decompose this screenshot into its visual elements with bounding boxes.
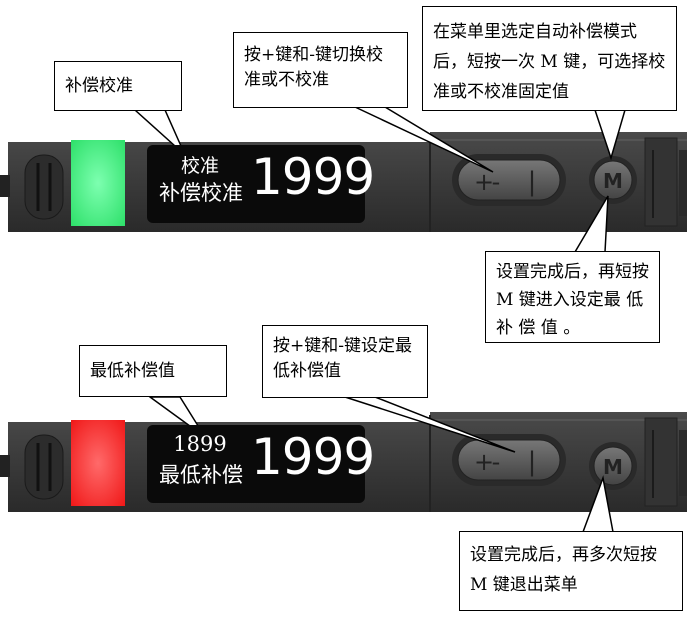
callout-top-middle: 按+键和-键切换校准或不校准	[233, 32, 408, 108]
bottom-lcd-display: 1899 最低补偿 1999	[147, 425, 375, 503]
bottom-m-button-label: M	[603, 455, 623, 479]
callout-top-right: 在菜单里选定自动补偿模式后，短按一次 M 键，可选择校准或不校准固定值	[422, 6, 677, 111]
top-minus-key-label: -	[492, 168, 501, 196]
top-m-button[interactable]: M	[589, 156, 637, 204]
top-plus-key-label: +	[474, 168, 494, 196]
top-rocker-key[interactable]: - + |	[452, 154, 566, 206]
bottom-plus-key-label: +	[474, 448, 494, 476]
callout-bottom-left: 最低补偿值	[79, 345, 227, 397]
bottom-minus-key-label: -	[492, 448, 501, 476]
bottom-lcd-value-line: 1899	[173, 432, 227, 456]
callout-top-left: 补偿校准	[54, 61, 182, 111]
bottom-rocker-key[interactable]: - + |	[452, 434, 566, 486]
callout-mid-right: 设置完成后，再短按 M 键进入设定最 低 补 偿 值 。	[485, 251, 660, 343]
top-lcd-value: 1999	[251, 148, 375, 206]
top-lcd-sub-line: 补偿校准	[159, 181, 243, 205]
callout-bottom-middle: 按+键和-键设定最低补偿值	[262, 325, 428, 398]
svg-text:|: |	[528, 447, 537, 477]
top-lcd-display: 校准 补偿校准 1999	[147, 145, 375, 223]
top-lcd-mode-line: 校准	[180, 155, 219, 177]
callout-bottom-right: 设置完成后，再多次短按 M 键退出菜单	[459, 531, 683, 611]
bottom-indicator-led	[71, 420, 125, 506]
top-indicator-led	[71, 140, 125, 226]
bottom-lcd-sub-line: 最低补偿	[159, 463, 243, 487]
top-m-button-label: M	[603, 169, 623, 193]
bottom-m-button[interactable]: M	[589, 442, 637, 490]
svg-text:|: |	[528, 167, 537, 197]
bottom-lcd-value: 1999	[251, 428, 375, 486]
